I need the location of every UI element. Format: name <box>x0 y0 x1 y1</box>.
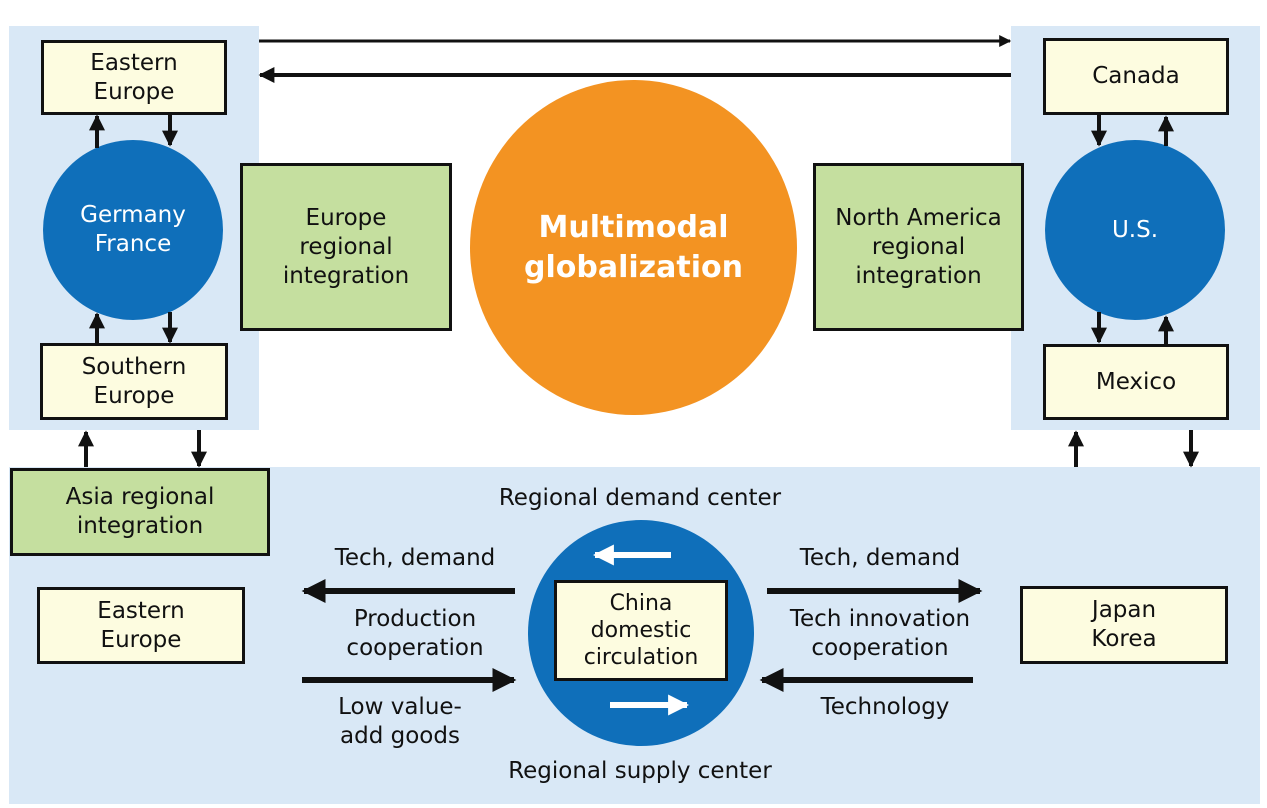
asia-eastern-europe-box: Eastern Europe <box>37 587 245 664</box>
eastern-europe-box: Eastern Europe <box>41 40 227 115</box>
europe-integration-box: Europe regional integration <box>240 163 452 331</box>
canada-box: Canada <box>1043 38 1229 115</box>
southern-europe-box: Southern Europe <box>40 343 228 420</box>
right-outbound-label: Tech, demand <box>799 545 961 571</box>
mexico-box: Mexico <box>1043 344 1229 420</box>
north-america-integration-box: North America regional integration <box>813 163 1024 331</box>
regional-supply-center-label: Regional supply center <box>508 758 772 784</box>
japan-korea-box: Japan Korea <box>1020 586 1228 664</box>
multimodal-globalization-circle: Multimodal globalization <box>470 80 797 415</box>
left-outbound-label: Tech, demand <box>334 545 496 571</box>
china-domestic-circulation-box: China domestic circulation <box>554 580 728 681</box>
germany-france-hub: Germany France <box>43 140 223 320</box>
left-inbound-label: Low value- add goods <box>338 694 462 749</box>
us-hub: U.S. <box>1045 140 1225 320</box>
left-middle-label: Production cooperation <box>346 606 484 661</box>
right-inbound-label: Technology <box>820 694 950 720</box>
right-middle-label: Tech innovation cooperation <box>789 606 971 661</box>
regional-demand-center-label: Regional demand center <box>498 485 782 511</box>
asia-integration-box: Asia regional integration <box>10 468 270 556</box>
